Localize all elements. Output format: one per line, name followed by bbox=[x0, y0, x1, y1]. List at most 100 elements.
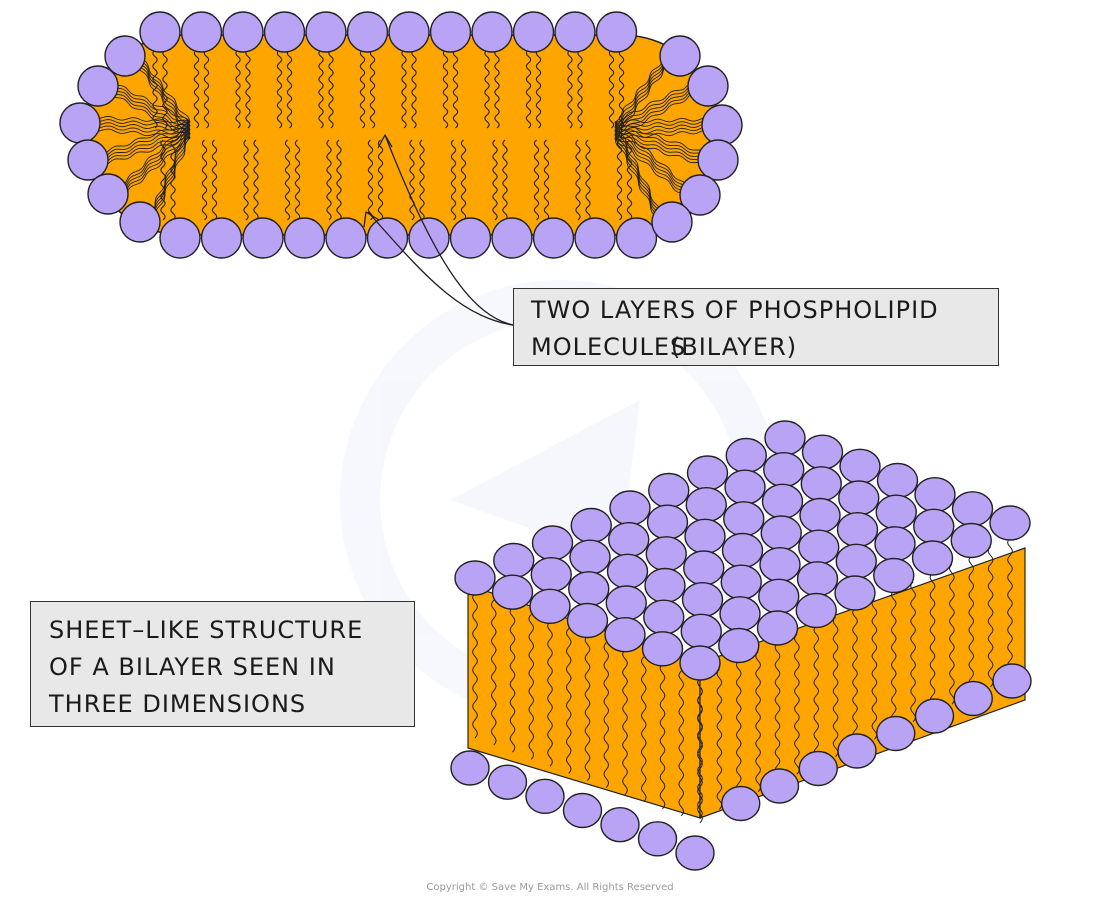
sheet-bottom-phosphate-heads bbox=[450, 663, 1032, 871]
fatty-acid-tail bbox=[369, 49, 376, 129]
fatty-acid-tail bbox=[614, 125, 691, 193]
bilayer-label: TWO LAYERS OF PHOSPHOLIPID MOLECULES (BI… bbox=[513, 288, 999, 366]
fatty-acid-tail bbox=[614, 117, 713, 124]
fatty-acid-tail bbox=[608, 49, 615, 129]
fatty-acid-tail bbox=[97, 129, 191, 161]
fatty-acid-tail bbox=[890, 590, 897, 731]
phosphate-head bbox=[646, 504, 689, 540]
fatty-acid-tail bbox=[614, 123, 713, 132]
phosphate-head bbox=[222, 11, 264, 53]
fatty-acid-tail bbox=[716, 668, 723, 810]
phosphate-head bbox=[914, 476, 956, 513]
fatty-acid-tail bbox=[97, 121, 191, 155]
fatty-acid-tail bbox=[117, 125, 191, 192]
phosphate-head bbox=[723, 501, 765, 537]
fatty-acid-tail bbox=[948, 563, 955, 705]
label-word: STRUCTURE bbox=[209, 616, 364, 644]
fatty-acid-tail bbox=[152, 49, 158, 129]
fatty-acid-tail bbox=[377, 139, 384, 221]
fatty-acid-tail bbox=[401, 49, 407, 129]
label-word: SEEN bbox=[232, 653, 301, 681]
fatty-acid-tail bbox=[89, 115, 191, 124]
label-word: DIMENSIONS bbox=[142, 690, 307, 718]
fatty-acid-tail bbox=[774, 642, 781, 784]
fatty-acid-tail bbox=[614, 129, 713, 140]
fatty-acid-tail bbox=[193, 49, 200, 129]
phosphate-head bbox=[721, 785, 761, 822]
fatty-acid-tail bbox=[107, 91, 191, 139]
fatty-acid-tail bbox=[614, 121, 709, 155]
label-word: PHOSPHOLIPID bbox=[748, 296, 939, 324]
fatty-acid-tail bbox=[614, 55, 671, 131]
phosphate-head bbox=[684, 518, 726, 555]
fatty-acid-tail bbox=[614, 58, 671, 135]
vesicle-phosphate-heads bbox=[59, 11, 743, 259]
phosphate-head bbox=[876, 462, 919, 499]
phosphate-head bbox=[758, 578, 800, 615]
fatty-acid-tail bbox=[134, 55, 191, 131]
fatty-acid-tail bbox=[409, 139, 415, 221]
fatty-acid-tail bbox=[97, 125, 191, 158]
phosphate-head bbox=[643, 599, 685, 635]
phosphate-head bbox=[950, 522, 992, 559]
phosphate-head bbox=[719, 596, 761, 632]
phosphate-head bbox=[989, 505, 1031, 541]
fatty-acid-tail bbox=[450, 139, 457, 221]
phosphate-head bbox=[87, 173, 129, 215]
phosphate-head bbox=[305, 11, 347, 53]
fatty-acid-tail bbox=[107, 88, 191, 135]
fatty-acid-tail bbox=[117, 129, 191, 195]
fatty-acid-tail bbox=[97, 133, 191, 164]
fatty-acid-tail bbox=[871, 598, 878, 740]
fatty-acid-tail bbox=[284, 139, 291, 221]
phosphate-head bbox=[721, 532, 764, 569]
fatty-acid-tail bbox=[547, 621, 553, 767]
phosphate-head bbox=[679, 174, 721, 216]
fatty-acid-tail bbox=[201, 139, 208, 221]
phosphate-head bbox=[449, 217, 492, 259]
bilayer-sheet-3d bbox=[450, 420, 1032, 871]
sheet-label-line-2: OF A BILAYER SEEN IN bbox=[49, 649, 400, 686]
fatty-acid-tail bbox=[614, 120, 713, 128]
fatty-acid-tail bbox=[528, 613, 535, 760]
fatty-acid-tail bbox=[492, 139, 498, 221]
fatty-acid-tail bbox=[640, 656, 647, 803]
phosphate-head bbox=[606, 553, 649, 590]
fatty-acid-tail bbox=[490, 599, 497, 746]
fatty-acid-tail bbox=[472, 592, 478, 739]
phosphate-head bbox=[838, 480, 880, 516]
phosphate-head bbox=[876, 715, 916, 752]
fatty-acid-tail bbox=[614, 133, 691, 199]
fatty-acid-tail bbox=[793, 633, 800, 775]
phosphate-head bbox=[659, 35, 701, 77]
phosphate-head bbox=[873, 557, 915, 594]
fatty-acid-tail bbox=[276, 49, 283, 129]
fatty-acid-tail bbox=[134, 52, 191, 127]
fatty-acid-tail bbox=[584, 635, 591, 781]
fatty-acid-tail bbox=[134, 58, 191, 135]
fatty-acid-tail bbox=[968, 555, 975, 696]
fatty-acid-tail bbox=[533, 139, 540, 221]
fatty-acid-tail bbox=[107, 79, 191, 123]
bilayer-label-line-1: TWO LAYERS OF PHOSPHOLIPID bbox=[531, 292, 984, 329]
phosphate-head bbox=[574, 217, 616, 259]
phosphate-head bbox=[366, 217, 409, 259]
phosphate-head bbox=[837, 733, 877, 769]
label-word: (BILAYER) bbox=[670, 333, 798, 361]
phosphate-head bbox=[796, 561, 839, 597]
phosphate-head bbox=[531, 525, 574, 561]
bilayer-label-line-2: MOLECULES (BILAYER) bbox=[531, 329, 984, 366]
phosphate-head bbox=[450, 750, 490, 786]
phosphate-head bbox=[835, 543, 877, 580]
phosphate-head bbox=[913, 508, 955, 545]
phosphate-head bbox=[836, 511, 879, 548]
phosphate-head bbox=[525, 778, 565, 815]
label-word: OF bbox=[49, 653, 84, 681]
phosphate-head bbox=[644, 567, 686, 604]
fatty-acid-tail bbox=[535, 49, 542, 129]
phosphate-head bbox=[568, 571, 610, 607]
phosphate-head bbox=[875, 494, 917, 530]
phosphate-head bbox=[570, 507, 612, 544]
fatty-acid-tail bbox=[89, 122, 191, 131]
fatty-acid-tail bbox=[697, 677, 703, 819]
